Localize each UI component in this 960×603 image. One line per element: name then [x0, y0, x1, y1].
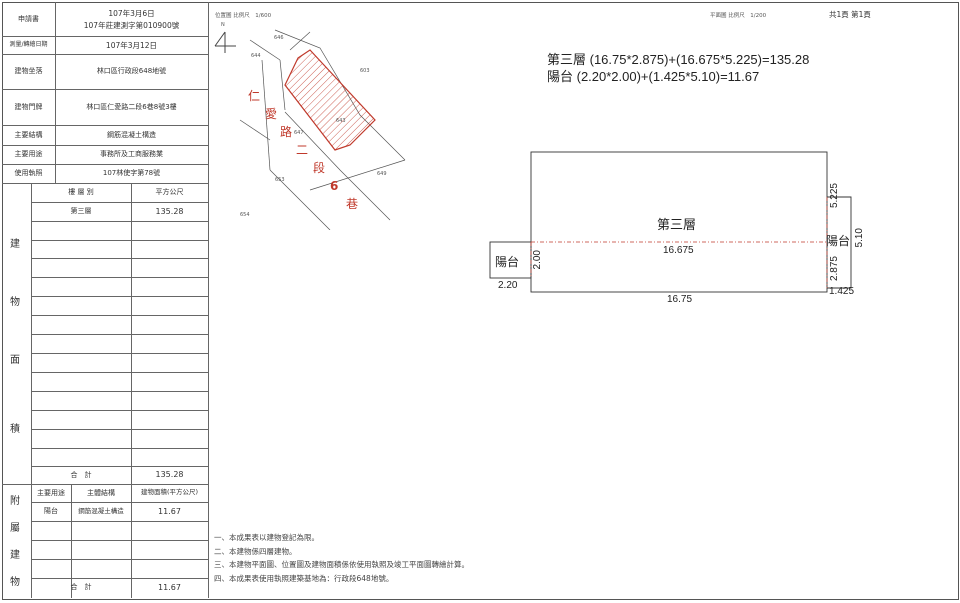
dim-right-total: 5.10 — [854, 228, 865, 248]
area-row-floor: 第三層 — [70, 207, 92, 216]
location-map: 646 644 603 643 647 653 649 654 仁 愛 路 二 … — [214, 29, 406, 230]
attach-header-struct: 主體結構 — [87, 488, 115, 497]
attach-side-char-3: 建 — [10, 550, 20, 561]
area-header-floor: 樓 層 別 — [68, 188, 94, 197]
road-char-2: 愛 — [265, 107, 277, 121]
address: 林口區仁愛路二段6巷8號3樓 — [86, 102, 177, 111]
note-4: 四、本成果表使用執照建築基地為：行政段648地號。 — [214, 573, 394, 583]
road-char-7: 巷 — [346, 197, 358, 211]
parcel-603: 603 — [360, 68, 370, 74]
application-date: 107年3月6日 — [108, 8, 155, 18]
dim-bottom-width: 16.75 — [667, 294, 693, 305]
attach-side-char-2: 屬 — [10, 523, 20, 534]
road-char-1: 仁 — [248, 89, 260, 103]
formula-balcony: 陽台 (2.20*2.00)+(1.425*5.10)=11.67 — [547, 69, 760, 84]
dim-right-balcony-width: 1.425 — [829, 286, 855, 297]
area-header-sqm: 平方公尺 — [155, 188, 184, 197]
dim-right-upper: 5.225 — [829, 183, 840, 209]
attach-header-use: 主要用途 — [37, 488, 65, 497]
attach-header-area: 建物面積(平方公尺) — [140, 488, 199, 497]
road-char-3: 路 — [280, 124, 292, 139]
note-1: 一、本成果表以建物登記為限。 — [214, 533, 319, 542]
label-survey-date: 測量/轉繪日期 — [9, 41, 48, 49]
building-footprint — [284, 49, 376, 151]
attach-total-value: 11.67 — [158, 582, 181, 592]
attach-total-label: 合 計 — [70, 583, 92, 592]
label-address: 建物門牌 — [14, 102, 43, 111]
attach-side-char-4: 物 — [10, 577, 20, 588]
permit: 107林使字第78號 — [102, 169, 161, 178]
right-balcony-outline — [827, 196, 852, 289]
notes: 一、本成果表以建物登記為限。 二、本建物係四層建物。 三、本建物平面圖、位置圖及… — [214, 531, 469, 585]
parcel-649: 649 — [377, 171, 387, 177]
location-map-header: 位置圖 比例尺 1/600 — [215, 13, 272, 19]
area-row-sqm: 135.28 — [155, 206, 184, 216]
table-divider — [208, 2, 209, 598]
note-2: 二、本建物係四層建物。 — [214, 546, 297, 556]
parcel-644: 644 — [251, 53, 261, 59]
main-floor-label: 第三層 — [657, 218, 697, 233]
attach-row-use: 陽台 — [44, 507, 58, 516]
application-number: 107年莊建測字第010900號 — [83, 20, 180, 30]
area-total-value: 135.28 — [155, 470, 184, 480]
north-label: N — [221, 22, 225, 28]
north-arrow-icon — [214, 31, 236, 53]
location: 林口區行政段648地號 — [96, 67, 167, 76]
attach-row-struct: 鋼筋混凝土構造 — [78, 506, 124, 515]
attach-row-area: 11.67 — [158, 506, 181, 516]
building-info-table: 申請書 107年3月6日 107年莊建測字第010900號 測量/轉繪日期 10… — [2, 2, 208, 598]
area-total-label: 合 計 — [70, 470, 92, 479]
parcel-643: 643 — [336, 118, 346, 124]
left-balcony-label: 陽台 — [495, 255, 520, 269]
area-side-char-2: 物 — [10, 297, 20, 308]
note-3: 三、本建物平面圖、位置圖及建物面積係依使用執照及竣工平面圖轉繪計算。 — [214, 560, 469, 569]
parcel-647: 647 — [294, 130, 304, 136]
label-permit: 使用執照 — [14, 169, 43, 178]
formula-third-floor: 第三層 (16.75*2.875)+(16.675*5.225)=135.28 — [547, 52, 810, 67]
label-location: 建物坐落 — [14, 67, 43, 76]
area-side-char-3: 面 — [10, 355, 20, 366]
page-info: 共1頁 第1頁 — [829, 10, 871, 19]
dim-left-balcony-width: 2.20 — [498, 280, 518, 291]
road-char-5: 段 — [313, 160, 325, 175]
parcel-654: 654 — [240, 212, 250, 218]
floor-plan — [489, 151, 852, 293]
right-balcony-label: 陽台 — [826, 234, 851, 248]
plan-scale-header: 平面圖 比例尺 1/200 — [710, 13, 767, 19]
parcel-646: 646 — [274, 35, 284, 41]
label-application: 申請書 — [18, 14, 39, 23]
area-side-char-1: 建 — [10, 239, 20, 250]
dim-right-lower: 2.875 — [829, 256, 840, 282]
label-usage: 主要用途 — [14, 150, 43, 159]
survey-date: 107年3月12日 — [105, 40, 158, 50]
road-char-6: 6 — [330, 179, 338, 193]
parcel-653: 653 — [275, 177, 285, 183]
dim-inner-width: 16.675 — [663, 245, 694, 256]
structure: 鋼筋混凝土構造 — [107, 130, 156, 139]
attach-side-char-1: 附 — [10, 496, 20, 507]
dim-left-balcony-depth: 2.00 — [532, 250, 543, 270]
usage: 事務所及工商服務業 — [100, 150, 163, 159]
label-structure: 主要結構 — [14, 130, 43, 139]
road-char-4: 二 — [296, 143, 308, 157]
area-side-char-4: 積 — [10, 424, 20, 435]
